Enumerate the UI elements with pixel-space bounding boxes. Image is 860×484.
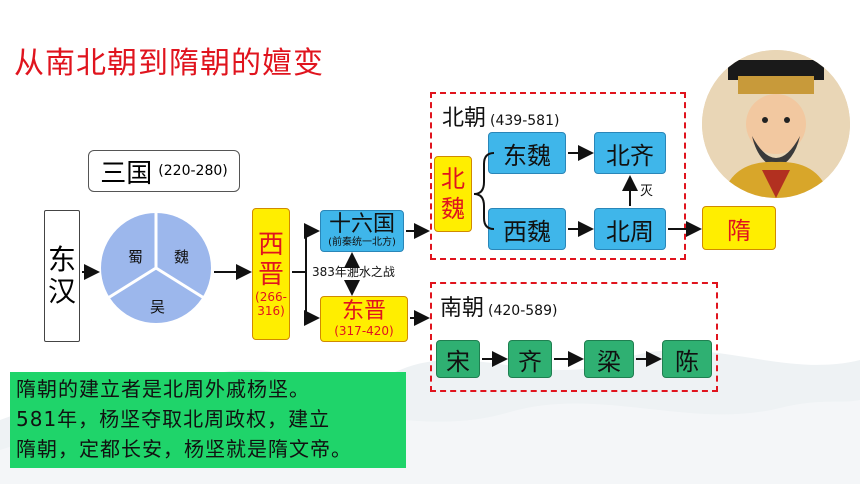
donghan-char-1: 东 — [47, 243, 76, 276]
donghan-box: 东 汉 — [44, 210, 80, 342]
shiliuguo-box: 十六国 (前秦统一北方) — [320, 210, 404, 252]
qi-box: 齐 — [508, 340, 552, 378]
liang-box: 梁 — [584, 340, 634, 378]
xijin-years-2: 316) — [257, 304, 285, 318]
emperor-portrait — [702, 50, 850, 198]
pie-label-wei: 魏 — [174, 248, 189, 266]
beizhou-box: 北周 — [594, 208, 666, 250]
xijin-years-1: (266- — [255, 290, 287, 304]
donghan-char-2: 汉 — [47, 275, 76, 308]
beiwei-char-1: 北 — [441, 165, 465, 193]
info-note: 隋朝的建立者是北周外戚杨坚。 581年，杨坚夺取北周政权，建立 隋朝，定都长安，… — [10, 372, 406, 468]
beichao-name: 北朝 — [442, 106, 487, 131]
sui-box: 隋 — [702, 206, 776, 250]
xijin-char-1: 西 — [257, 230, 284, 260]
pie-label-shu: 蜀 — [128, 248, 143, 266]
dongwei-box: 东魏 — [488, 132, 566, 174]
shiliuguo-name: 十六国 — [328, 212, 395, 237]
song-box: 宋 — [436, 340, 480, 378]
sanguo-label: 三国 (220-280) — [88, 150, 240, 192]
pie-label-wu: 吴 — [150, 298, 165, 316]
nanchao-name: 南朝 — [440, 296, 485, 321]
beichao-years: (439-581) — [490, 113, 560, 129]
beiqi-box: 北齐 — [594, 132, 666, 174]
beichao-label: 北朝(439-581) — [442, 100, 559, 132]
xijin-char-2: 晋 — [257, 260, 284, 290]
note-line-3: 隋朝，定都长安，杨坚就是隋文帝。 — [16, 437, 352, 461]
sanguo-years: (220-280) — [158, 163, 228, 179]
battle-label: 383年淝水之战 — [312, 263, 395, 280]
note-line-1: 隋朝的建立者是北周外戚杨坚。 — [16, 377, 310, 401]
mie-label: 灭 — [640, 184, 654, 199]
dongjin-box: 东晋 (317-420) — [320, 296, 408, 342]
xijin-box: 西 晋 (266- 316) — [252, 208, 290, 340]
note-line-2: 581年，杨坚夺取北周政权，建立 — [16, 407, 331, 431]
shiliuguo-note: (前秦统一北方) — [328, 237, 396, 248]
nanchao-label: 南朝(420-589) — [440, 290, 557, 322]
beiwei-char-2: 魏 — [441, 195, 465, 223]
chen-box: 陈 — [662, 340, 712, 378]
page-title: 从南北朝到隋朝的嬗变 — [14, 46, 324, 81]
beichao-region — [430, 92, 686, 260]
xiwei-box: 西魏 — [488, 208, 566, 250]
dongjin-name: 东晋 — [341, 299, 386, 324]
dongjin-years: (317-420) — [334, 324, 394, 338]
beiwei-box: 北 魏 — [434, 156, 472, 232]
three-kingdoms-pie: 蜀 魏 吴 — [101, 213, 211, 323]
nanchao-years: (420-589) — [488, 303, 558, 319]
sanguo-name: 三国 — [100, 158, 153, 189]
nanchao-region — [430, 282, 718, 392]
